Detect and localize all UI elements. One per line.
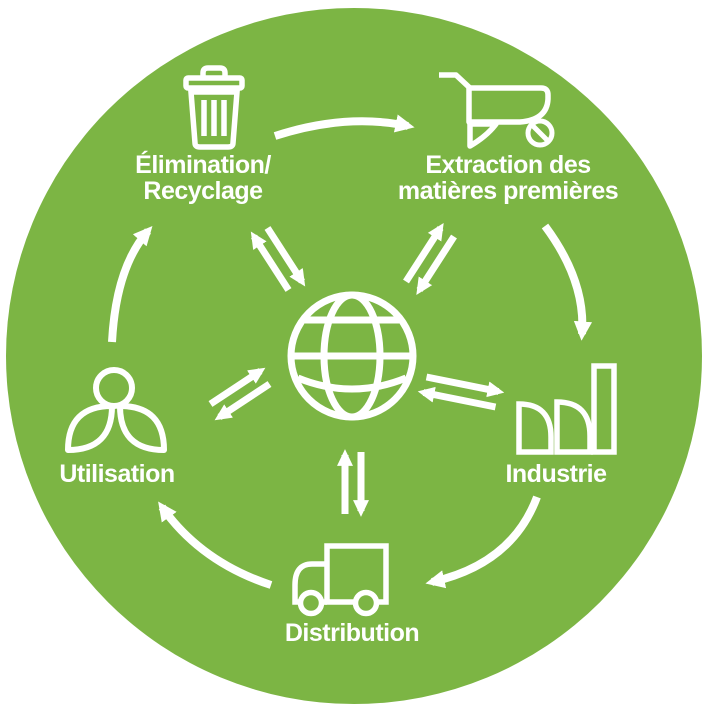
truck-icon [292,543,389,617]
exchange-globe-industrie [417,373,505,411]
label-elimination: Élimination/ Recyclage [135,152,271,204]
label-distribution-line1: Distribution [284,619,420,647]
wheelbarrow-icon [439,72,555,149]
exchange-globe-utilisation [208,367,272,421]
label-utilisation-line1: Utilisation [59,460,175,488]
exchange-arrows [208,223,505,517]
arrow-utilisation-to-elimination [108,225,153,343]
label-industrie-line1: Industrie [505,460,607,488]
arrow-distribution-to-utilisation [158,501,273,589]
trash-icon [183,65,245,150]
exchange-globe-elimination [250,226,306,292]
arrow-elimination-to-extraction [273,114,415,140]
factory-icon [516,363,617,455]
label-extraction-line2: matières premières [397,177,619,205]
label-extraction: Extraction des matières premières [397,151,619,205]
exchange-globe-distribution [337,449,369,517]
globe-icon [287,291,417,421]
cycle-arrows [108,114,593,589]
label-utilisation: Utilisation [59,460,175,488]
person-leaves-icon [65,367,167,453]
arrow-industrie-to-distribution [425,495,541,589]
exchange-globe-extraction [403,223,457,295]
label-distribution: Distribution [284,619,420,647]
label-industrie: Industrie [505,460,607,488]
label-extraction-line1: Extraction des [425,151,591,179]
label-elimination-line2: Recyclage [143,177,263,205]
label-elimination-line1: Élimination/ [135,151,271,179]
arrow-extraction-to-industrie [541,223,593,341]
